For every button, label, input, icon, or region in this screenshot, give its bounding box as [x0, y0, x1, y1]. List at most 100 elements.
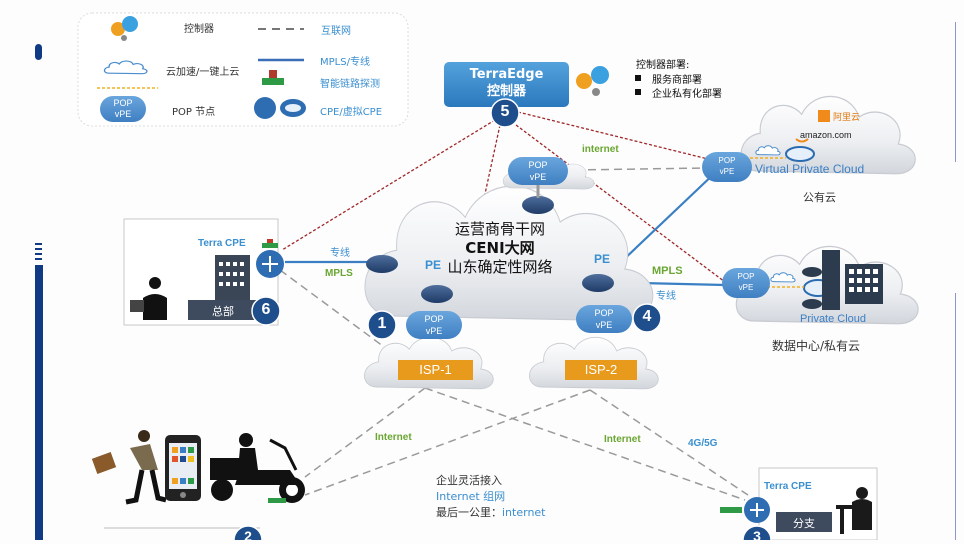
- legend-controller-label: 控制器: [184, 24, 214, 35]
- legend-pop-label: POP 节点: [172, 107, 216, 118]
- badge-4: [632, 303, 662, 333]
- right-rail-bottom: [955, 293, 956, 540]
- flex-access-line3: 最后一公里：internet: [436, 506, 546, 519]
- link-isp1-to-mobile-a: [304, 387, 426, 478]
- ctrl-to-pe-right: [511, 121, 726, 283]
- branch-cpe-label: Terra CPE: [764, 481, 812, 492]
- badge-6: [251, 296, 281, 326]
- running-businessman-icon: [91, 430, 167, 505]
- badge-6-label: 6: [261, 301, 271, 318]
- hq-building-icon: [215, 255, 250, 300]
- pe-right-label: PE: [594, 252, 611, 266]
- isp1-label: ISP-1: [419, 362, 452, 377]
- badge-3: [742, 525, 772, 540]
- smartphone-icon: [165, 435, 201, 501]
- branch-name-bg: [776, 512, 832, 532]
- legend-pop-icon: [100, 96, 146, 122]
- deploy-title: 控制器部署:: [636, 60, 690, 71]
- legend-probe-icon: [262, 70, 284, 85]
- amazon-logo-icon: [795, 138, 809, 143]
- hq-name-label: 总部: [212, 305, 234, 318]
- badge-2: [233, 525, 263, 540]
- controller-gear-icon: [576, 66, 609, 96]
- side-rail-bar: [35, 265, 43, 540]
- router-pe-right: [582, 274, 614, 292]
- isp1-label-bg: [398, 360, 473, 380]
- link-internet-right-label: Internet: [604, 434, 641, 445]
- isp2-label: ISP-2: [584, 362, 618, 377]
- flex-access-block: 企业灵活接入 Internet 组网 最后一公里：internet: [436, 473, 546, 521]
- pop-top[interactable]: [508, 157, 568, 185]
- badge-1: [367, 310, 397, 340]
- mobile-probe-icon: [268, 498, 286, 503]
- isp2-label-bg: [565, 360, 637, 380]
- legend-cpe-label: CPE/虚拟CPE: [320, 107, 383, 118]
- private-cloud-label: Private Cloud: [800, 313, 867, 325]
- legend-box: [77, 12, 409, 127]
- hq-cpe-label: Terra CPE: [198, 238, 246, 249]
- link-isp2-to-branch: [589, 389, 749, 496]
- badge-1-label: 1: [377, 315, 387, 332]
- deploy-bullet-1: [635, 75, 641, 81]
- vpc-vcpe-icon: [785, 146, 815, 162]
- link-internet-left-label: Internet: [375, 432, 412, 443]
- datacenter-building-icon: [845, 264, 883, 304]
- branch-probe-icon: [720, 507, 742, 513]
- vpc-label: Virtual Private Cloud: [755, 162, 865, 176]
- badge-5-label: 5: [500, 103, 510, 120]
- link-mpls-right-label: MPLS: [652, 265, 683, 277]
- amazon-label: amazon.com: [800, 130, 852, 140]
- link-pop-top-to-vpc: [574, 167, 706, 171]
- router-top: [522, 196, 554, 214]
- badge-5: [490, 98, 520, 128]
- pop-private[interactable]: [722, 268, 770, 298]
- hq-probe-icon: [262, 243, 278, 248]
- link-zhuanxian-right-label: 专线: [656, 291, 676, 302]
- pop-4[interactable]: [576, 305, 632, 333]
- flex-access-title: 企业灵活接入: [436, 474, 502, 487]
- branch-person-icon: [836, 487, 872, 534]
- legend-probe-label: 智能链路探测: [320, 79, 380, 90]
- controller-links: [281, 111, 726, 319]
- pe-left-label: PE: [425, 258, 442, 272]
- pop-vpc[interactable]: [702, 152, 752, 182]
- deploy-item-1: 服务商部署: [652, 75, 702, 86]
- side-rail-ticks: [35, 243, 42, 261]
- hq-person-icon: [130, 277, 167, 320]
- legend-cpe-icon: [254, 97, 276, 119]
- controller-box[interactable]: [444, 62, 569, 107]
- side-rail-dot: [35, 44, 42, 60]
- legend-internet-label: 互联网: [321, 26, 351, 37]
- link-zhuanxian-left-label: 专线: [330, 248, 350, 259]
- link-internet-top-label: internet: [582, 144, 619, 155]
- legend-mpls-label: MPLS/专线: [320, 57, 370, 68]
- server-icon: [802, 250, 840, 310]
- badge-2-label: 2: [244, 528, 252, 544]
- deploy-bullet-2: [635, 89, 641, 95]
- ctrl-to-pop1: [457, 124, 501, 319]
- deploy-item-2: 企业私有化部署: [652, 89, 722, 100]
- link-isp2-to-mobile: [304, 389, 591, 496]
- pop-1[interactable]: [406, 311, 462, 339]
- public-cloud-caption: 公有云: [803, 191, 836, 204]
- router-pop1: [421, 285, 453, 303]
- flex-access-line2: Internet 组网: [436, 490, 506, 503]
- backbone-label: 运营商骨干网 CENI大网 山东确定性网络: [447, 220, 553, 276]
- right-rail-top: [955, 22, 956, 162]
- badge-3-label: 3: [753, 528, 761, 544]
- legend-controller-icon: [111, 16, 138, 41]
- aliyun-label: 阿里云: [833, 113, 861, 123]
- ctrl-to-hq: [281, 119, 496, 251]
- link-hq-to-isp1: [279, 269, 396, 356]
- badge-4-label: 4: [642, 308, 652, 325]
- private-cloud-caption: 数据中心/私有云: [772, 339, 861, 353]
- router-pe-left: [366, 255, 398, 273]
